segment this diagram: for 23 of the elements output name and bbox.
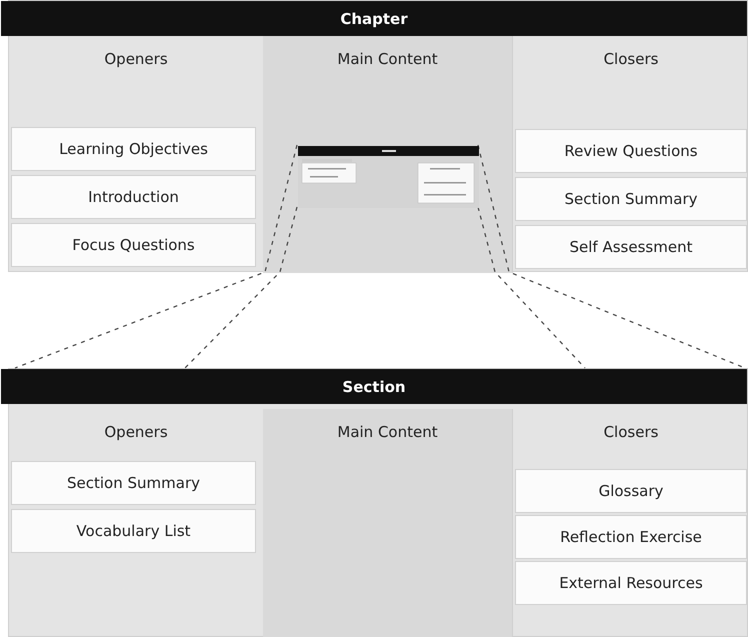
column-heading: Openers — [103, 50, 169, 68]
column-heading: Closers — [602, 50, 660, 68]
item-box: Focus Questions — [11, 223, 256, 267]
column-heading: Main Content — [336, 423, 439, 441]
column-area — [263, 36, 513, 273]
dashed-line — [477, 206, 586, 368]
item-box: External Resources — [515, 561, 747, 605]
item-box: Review Questions — [515, 129, 747, 173]
column-heading: Openers — [103, 423, 169, 441]
item-box: Introduction — [11, 175, 256, 219]
item-box: Learning Objectives — [11, 127, 256, 171]
item-box: Reflection Exercise — [515, 515, 747, 559]
item-box: Vocabulary List — [11, 509, 256, 553]
panel-header: Section — [1, 369, 747, 404]
column-heading: Closers — [602, 423, 660, 441]
item-box: Self Assessment — [515, 225, 747, 269]
dashed-line — [184, 206, 298, 368]
item-box: Section Summary — [515, 177, 747, 221]
panel-header: Chapter — [1, 1, 747, 36]
dashed-line — [14, 144, 298, 369]
item-box: Glossary — [515, 469, 747, 513]
item-box: Section Summary — [11, 461, 256, 505]
column-heading: Main Content — [336, 50, 439, 68]
